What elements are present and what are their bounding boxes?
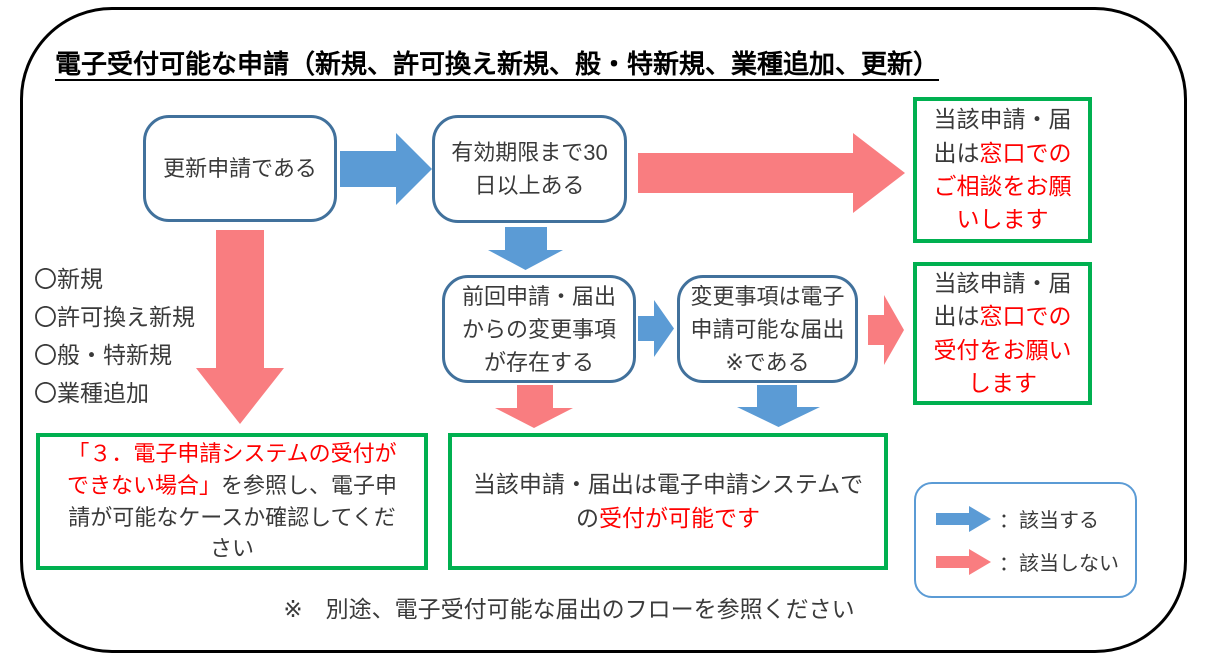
result-consult-red-text: 窓口での ご相談をお願 いします xyxy=(933,139,1072,233)
arrow-right-red-long-icon xyxy=(638,133,905,213)
arrow-right-blue-small-icon xyxy=(638,300,674,357)
flow-box-renewal: 更新申請である xyxy=(143,115,337,222)
result-box-refer: 「３．電子申請システムの受付が できない場合」を参照し、電子申 請が可能なケース… xyxy=(36,433,428,570)
diagram-title: 電子受付可能な申請（新規、許可換え新規、般・特新規、業種追加、更新） xyxy=(55,49,940,79)
result-counter-red-text: 窓口での 受付をお願い します xyxy=(933,303,1072,396)
flow-box-changes-label: 前回申請・届出 からの変更事項 が存在する xyxy=(461,283,616,375)
result-box-online: 当該申請・届出は電子申請システムで の受付が可能です xyxy=(448,433,888,570)
flow-box-change-type: 変更事項は電子 申請可能な届出 ※である xyxy=(677,275,858,383)
result-consult-black-text: 当該申請・届 出は xyxy=(933,106,1072,166)
legend-applies-label: ：該当する xyxy=(999,510,1099,532)
result-box-online-text: 当該申請・届出は電子申請システムで の受付が可能です xyxy=(473,468,863,535)
result-counter-black-text: 当該申請・届 出は xyxy=(933,269,1072,330)
list-item: 〇般・特新規 xyxy=(34,342,172,368)
result-box-consult: 当該申請・届 出は窓口での ご相談をお願 いします xyxy=(913,97,1092,243)
list-item: 〇許可換え新規 xyxy=(34,304,195,330)
result-box-counter: 当該申請・届 出は窓口での 受付をお願い します xyxy=(913,262,1092,405)
result-box-refer-text: 「３．電子申請システムの受付が できない場合」を参照し、電子申 請が可能なケース… xyxy=(67,438,397,565)
arrow-right-blue-icon xyxy=(340,133,432,205)
legend-blue-arrow-icon xyxy=(936,505,991,532)
result-refer-red-text: 「３．電子申請システムの受付が できない場合」 xyxy=(66,441,397,498)
legend-red-arrow-icon xyxy=(936,548,991,575)
list-item: 〇新規 xyxy=(34,266,103,292)
legend-not-applies-label: ：該当しない xyxy=(999,553,1119,575)
footnote: ※ 別途、電子受付可能な届出のフローを参照ください xyxy=(283,596,855,622)
list-item: 〇業種追加 xyxy=(34,380,149,406)
result-online-black-text: 当該申請・届出は電子申請システムで の xyxy=(472,471,864,531)
arrow-right-red-small-icon xyxy=(868,295,904,365)
result-refer-black-text: を参照し、電子申 請が可能なケースか確認してくだ さい xyxy=(68,472,398,562)
side-condition-list: 〇新規 〇許可換え新規 〇般・特新規 〇業種追加 xyxy=(34,260,195,412)
result-box-counter-text: 当該申請・届 出は窓口での 受付をお願い します xyxy=(934,267,1072,400)
flow-box-changes: 前回申請・届出 からの変更事項 が存在する xyxy=(442,275,636,383)
flow-box-change-type-label: 変更事項は電子 申請可能な届出 ※である xyxy=(690,283,845,375)
result-box-consult-text: 当該申請・届 出は窓口での ご相談をお願 いします xyxy=(934,103,1072,236)
arrow-down-red-icon xyxy=(495,385,573,428)
arrow-down-blue-2-icon xyxy=(737,385,820,427)
flow-box-expiry: 有効期限まで30 日以上ある xyxy=(432,115,627,223)
arrow-down-red-long-icon xyxy=(196,230,284,424)
flow-box-renewal-label: 更新申請である xyxy=(163,156,317,181)
legend-row-not-applies: ：該当しない xyxy=(936,547,1135,576)
legend-row-applies: ：該当する xyxy=(936,504,1135,533)
result-online-red-text: 受付が可能です xyxy=(599,504,760,531)
legend-box: ：該当する ：該当しない xyxy=(914,482,1137,598)
arrow-down-blue-icon xyxy=(488,227,563,270)
flow-box-expiry-label: 有効期限まで30 日以上ある xyxy=(451,140,608,198)
